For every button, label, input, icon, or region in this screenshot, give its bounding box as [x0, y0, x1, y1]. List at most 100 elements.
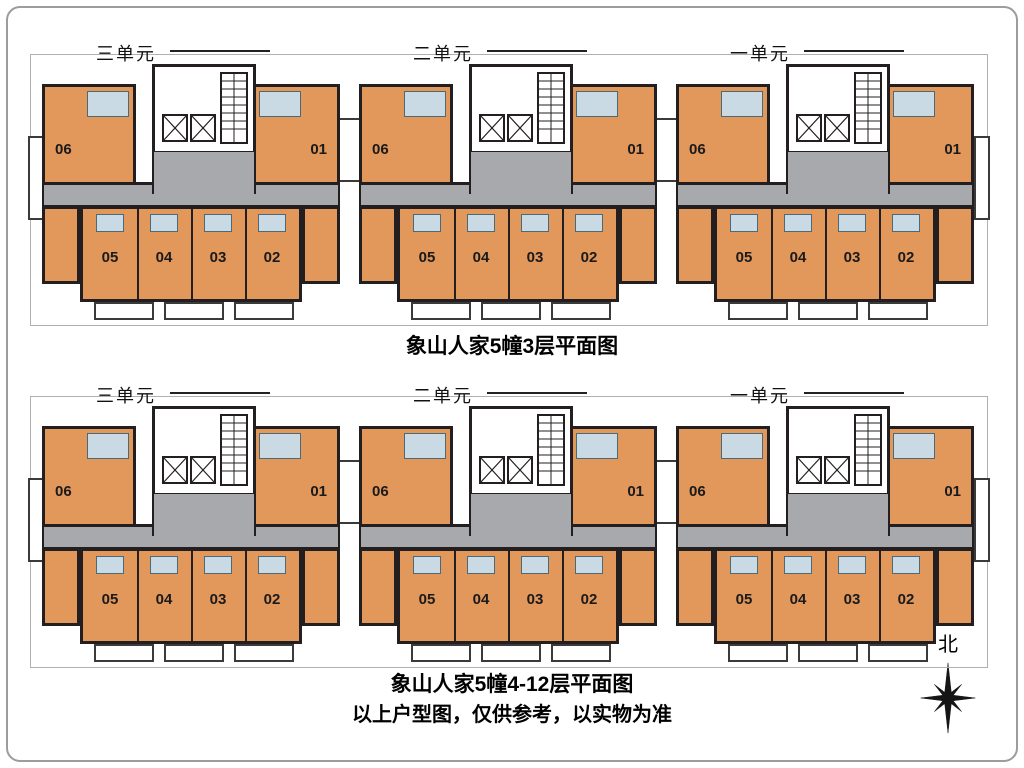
plan-title-floor4-12: 象山人家5幢4-12层平面图 [390, 673, 634, 696]
bathroom-fixture [204, 556, 232, 574]
wall-divider [562, 209, 564, 299]
side-room-right [619, 548, 657, 626]
stair-elevator-core [786, 406, 890, 496]
bathroom-fixture [730, 214, 758, 232]
unit-label-line [487, 50, 587, 52]
unit-label: 三单元 [96, 44, 156, 64]
side-room-left [42, 206, 80, 284]
bathroom-fixture [893, 433, 935, 459]
stair-elevator-core [786, 64, 890, 154]
wall-divider [771, 551, 773, 641]
apartment-01: 01 [880, 426, 974, 528]
unit-label-line [804, 50, 904, 52]
bathroom-fixture [838, 556, 866, 574]
room-number: 03 [209, 249, 227, 266]
bathroom-fixture [96, 556, 124, 574]
unit-label: 二单元 [413, 44, 473, 64]
elevator-stairs-icon [162, 414, 248, 486]
room-number: 04 [155, 591, 173, 608]
side-room-left [676, 548, 714, 626]
wall-divider [245, 551, 247, 641]
balcony [728, 302, 788, 320]
balcony [868, 302, 928, 320]
bathroom-fixture [521, 556, 549, 574]
wall-divider [825, 209, 827, 299]
unit-label: 一单元 [730, 44, 790, 64]
bathroom-fixture [467, 556, 495, 574]
room-number: 06 [689, 483, 706, 500]
elevator-lobby [469, 494, 573, 536]
apartment-01: 01 [880, 84, 974, 186]
balcony [234, 644, 294, 662]
elevator-stairs-icon [796, 414, 882, 486]
wall-divider [137, 551, 139, 641]
right-end-balcony [974, 478, 990, 562]
balcony [164, 644, 224, 662]
bathroom-fixture [784, 214, 812, 232]
bathroom-fixture [721, 91, 763, 117]
balcony [234, 302, 294, 320]
bathroom-fixture [575, 556, 603, 574]
room-number: 05 [418, 591, 436, 608]
unit-label: 二单元 [413, 386, 473, 406]
bathroom-fixture [893, 91, 935, 117]
wall-divider [879, 209, 881, 299]
balcony [868, 644, 928, 662]
stair-elevator-core [152, 406, 256, 496]
room-number: 04 [472, 591, 490, 608]
room-number: 02 [897, 249, 915, 266]
bathroom-fixture [258, 556, 286, 574]
bathroom-fixture [404, 433, 446, 459]
wall-divider [191, 209, 193, 299]
elevator-lobby [469, 152, 573, 194]
plan-title-floor3: 象山人家5幢3层平面图 [405, 335, 619, 358]
side-room-left [359, 548, 397, 626]
room-number: 05 [735, 249, 753, 266]
bathroom-fixture [87, 433, 129, 459]
unit-label-line [804, 392, 904, 394]
bathroom-fixture [259, 91, 301, 117]
balcony [164, 302, 224, 320]
module-connector [655, 118, 680, 182]
bathroom-fixture [892, 556, 920, 574]
balcony [798, 644, 858, 662]
apartment-01: 01 [246, 84, 340, 186]
bathroom-fixture [575, 214, 603, 232]
room-number: 01 [627, 141, 644, 158]
elevator-stairs-icon [796, 72, 882, 144]
side-room-right [302, 206, 340, 284]
room-number: 03 [843, 249, 861, 266]
bathroom-fixture [259, 433, 301, 459]
room-number: 06 [372, 483, 389, 500]
balcony [411, 644, 471, 662]
apartment-06: 06 [676, 426, 770, 528]
balcony [551, 644, 611, 662]
wall-divider [825, 551, 827, 641]
balcony [551, 302, 611, 320]
room-number: 05 [735, 591, 753, 608]
room-number: 04 [472, 249, 490, 266]
elevator-lobby [152, 494, 256, 536]
room-number: 02 [580, 249, 598, 266]
balcony [798, 302, 858, 320]
wall-divider [137, 209, 139, 299]
elevator-stairs-icon [479, 72, 565, 144]
stair-elevator-core [469, 64, 573, 154]
apartment-01: 01 [563, 426, 657, 528]
room-number: 03 [843, 591, 861, 608]
bathroom-fixture [784, 556, 812, 574]
room-number: 01 [310, 141, 327, 158]
wall-divider [245, 209, 247, 299]
side-room-right [619, 206, 657, 284]
